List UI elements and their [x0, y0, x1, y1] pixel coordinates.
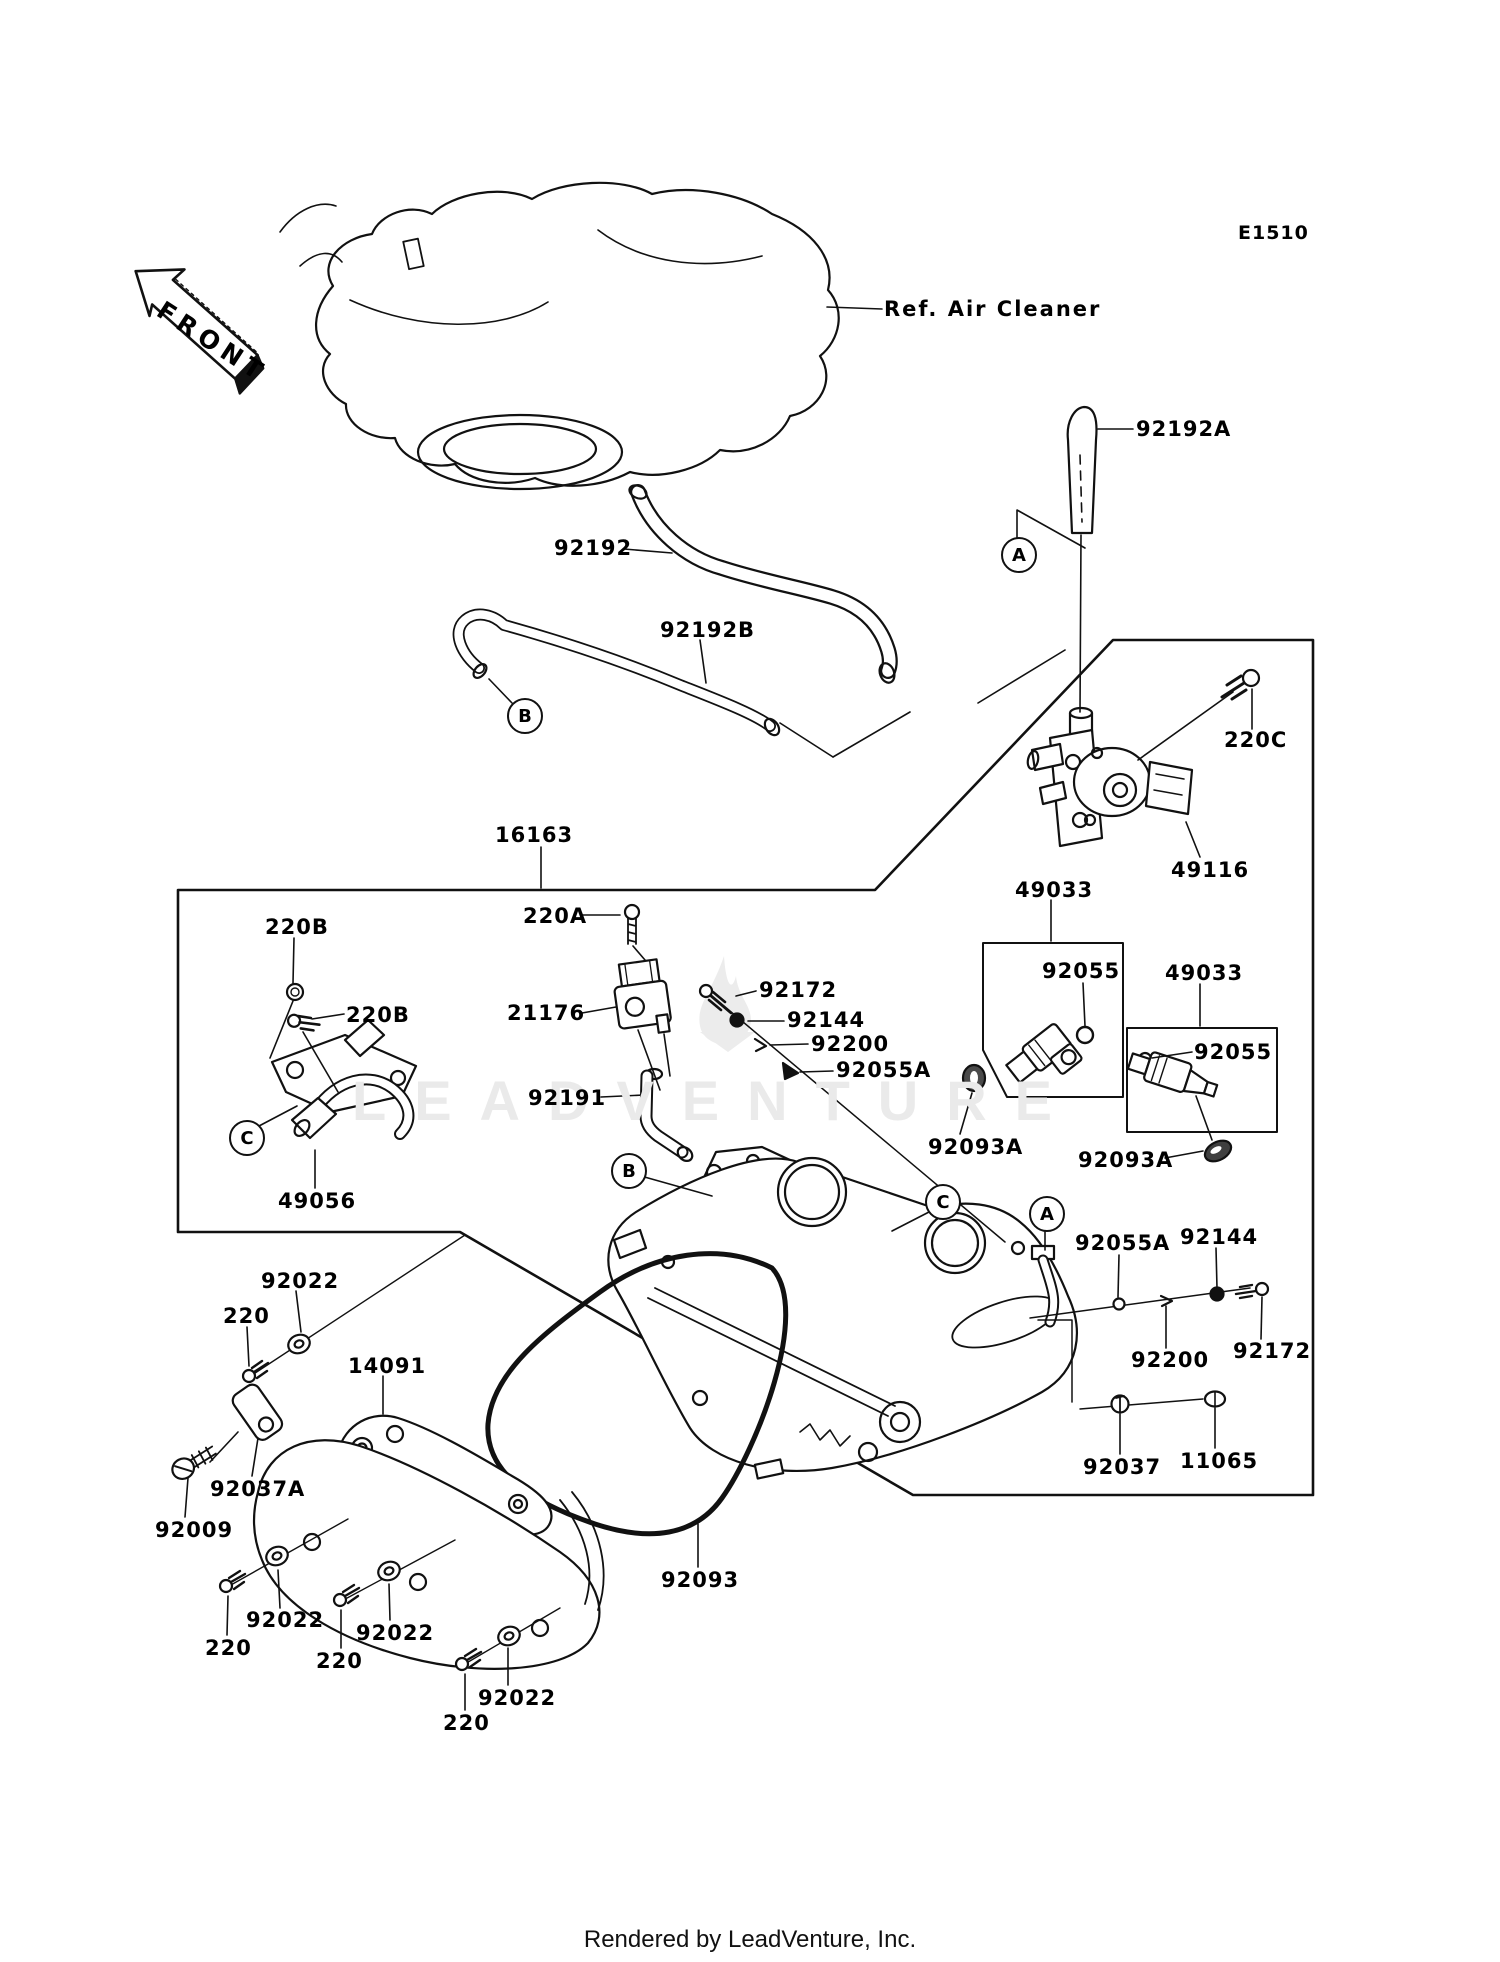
part-number-label-92200: 92200 — [811, 1032, 890, 1056]
part-number-label-220B: 220B — [346, 1003, 410, 1027]
part-number-label-92093: 92093 — [661, 1568, 740, 1592]
part-number-label-14091: 14091 — [348, 1354, 427, 1378]
part-number-label-220: 220 — [316, 1649, 363, 1673]
part-number-label-92172: 92172 — [759, 978, 838, 1002]
part-number-label-11065: 11065 — [1180, 1449, 1259, 1473]
part-number-label-220: 220 — [443, 1711, 490, 1735]
callout-circle-C: C — [925, 1184, 961, 1220]
part-number-label-49033: 49033 — [1165, 961, 1244, 985]
damper-92037A-drawing — [231, 1383, 284, 1441]
part-number-label-92009: 92009 — [155, 1518, 234, 1542]
part-number-label-220B: 220B — [265, 915, 329, 939]
injector-box-1 — [982, 942, 1124, 1098]
callout-circle-C: C — [229, 1120, 265, 1156]
part-number-label-220A: 220A — [523, 904, 588, 928]
callout-circle-B: B — [611, 1153, 647, 1189]
part-number-label-220: 220 — [223, 1304, 270, 1328]
construction-lines — [779, 649, 1234, 761]
tube-92191-drawing — [639, 1067, 694, 1162]
diagram-code: E1510 — [1238, 222, 1309, 244]
front-arrow: FRONT — [134, 268, 273, 395]
part-number-label-21176: 21176 — [507, 1001, 586, 1025]
map-sensor-21176-drawing — [613, 903, 672, 1034]
seal-92093A-drawings — [961, 1063, 1233, 1163]
part-number-label-92144: 92144 — [787, 1008, 866, 1032]
footer-credit: Rendered by LeadVenture, Inc. — [583, 1926, 917, 1953]
callout-circle-B: B — [507, 698, 543, 734]
ref-air-cleaner-label: Ref. Air Cleaner — [884, 297, 1102, 321]
elbow-49056-drawing — [270, 982, 418, 1140]
part-number-label-92037: 92037 — [1083, 1455, 1162, 1479]
small-parts-row-2 — [1029, 1281, 1270, 1319]
part-number-label-220C: 220C — [1224, 728, 1288, 752]
part-number-label-16163: 16163 — [495, 823, 574, 847]
callout-circle-A: A — [1029, 1196, 1065, 1232]
part-number-label-92093A: 92093A — [1078, 1148, 1174, 1172]
watermark-text: LEADVENTURE — [352, 1069, 1081, 1132]
part-number-label-92022: 92022 — [261, 1269, 340, 1293]
part-number-label-49033: 49033 — [1015, 878, 1094, 902]
part-number-label-92055: 92055 — [1194, 1040, 1273, 1064]
part-number-label-92093A: 92093A — [928, 1135, 1024, 1159]
part-number-label-92200: 92200 — [1131, 1348, 1210, 1372]
part-number-label-49116: 49116 — [1171, 858, 1250, 882]
part-number-label-220: 220 — [205, 1636, 252, 1660]
part-number-label-92022: 92022 — [246, 1608, 325, 1632]
part-number-label-92037A: 92037A — [210, 1477, 306, 1501]
watermark-logo — [699, 956, 755, 1052]
part-number-label-92055A: 92055A — [836, 1058, 932, 1082]
injector-box-2 — [1126, 1027, 1278, 1141]
front-arrow-text: FRONT — [152, 295, 273, 388]
assembly-boundary-box — [176, 638, 1315, 1497]
leader-lines — [184, 306, 1263, 1711]
part-number-label-92192A: 92192A — [1136, 417, 1232, 441]
part-number-label-92192: 92192 — [554, 536, 633, 560]
fuel-tap-49116-drawing — [1026, 706, 1194, 848]
callout-circle-A: A — [1001, 537, 1037, 573]
part-number-label-92172: 92172 — [1233, 1339, 1312, 1363]
fastener-sets — [218, 1234, 561, 1672]
small-parts-row-3 — [1037, 1319, 1227, 1414]
part-number-label-92022: 92022 — [478, 1686, 557, 1710]
part-number-label-92192B: 92192B — [660, 618, 756, 642]
part-number-label-92055: 92055 — [1042, 959, 1121, 983]
throttle-body-drawing — [607, 1145, 1078, 1480]
hose-92192B-drawing — [452, 608, 781, 737]
hose-92192-drawing — [628, 484, 898, 684]
hose-92192A-drawing — [1066, 405, 1098, 713]
part-number-label-92144: 92144 — [1180, 1225, 1259, 1249]
air-cleaner-drawing — [279, 181, 840, 491]
bolt-220C-drawing — [1220, 668, 1261, 701]
part-number-label-49056: 49056 — [278, 1189, 357, 1213]
part-number-label-92055A: 92055A — [1075, 1231, 1171, 1255]
part-number-label-92022: 92022 — [356, 1621, 435, 1645]
part-number-label-92191: 92191 — [528, 1086, 607, 1110]
